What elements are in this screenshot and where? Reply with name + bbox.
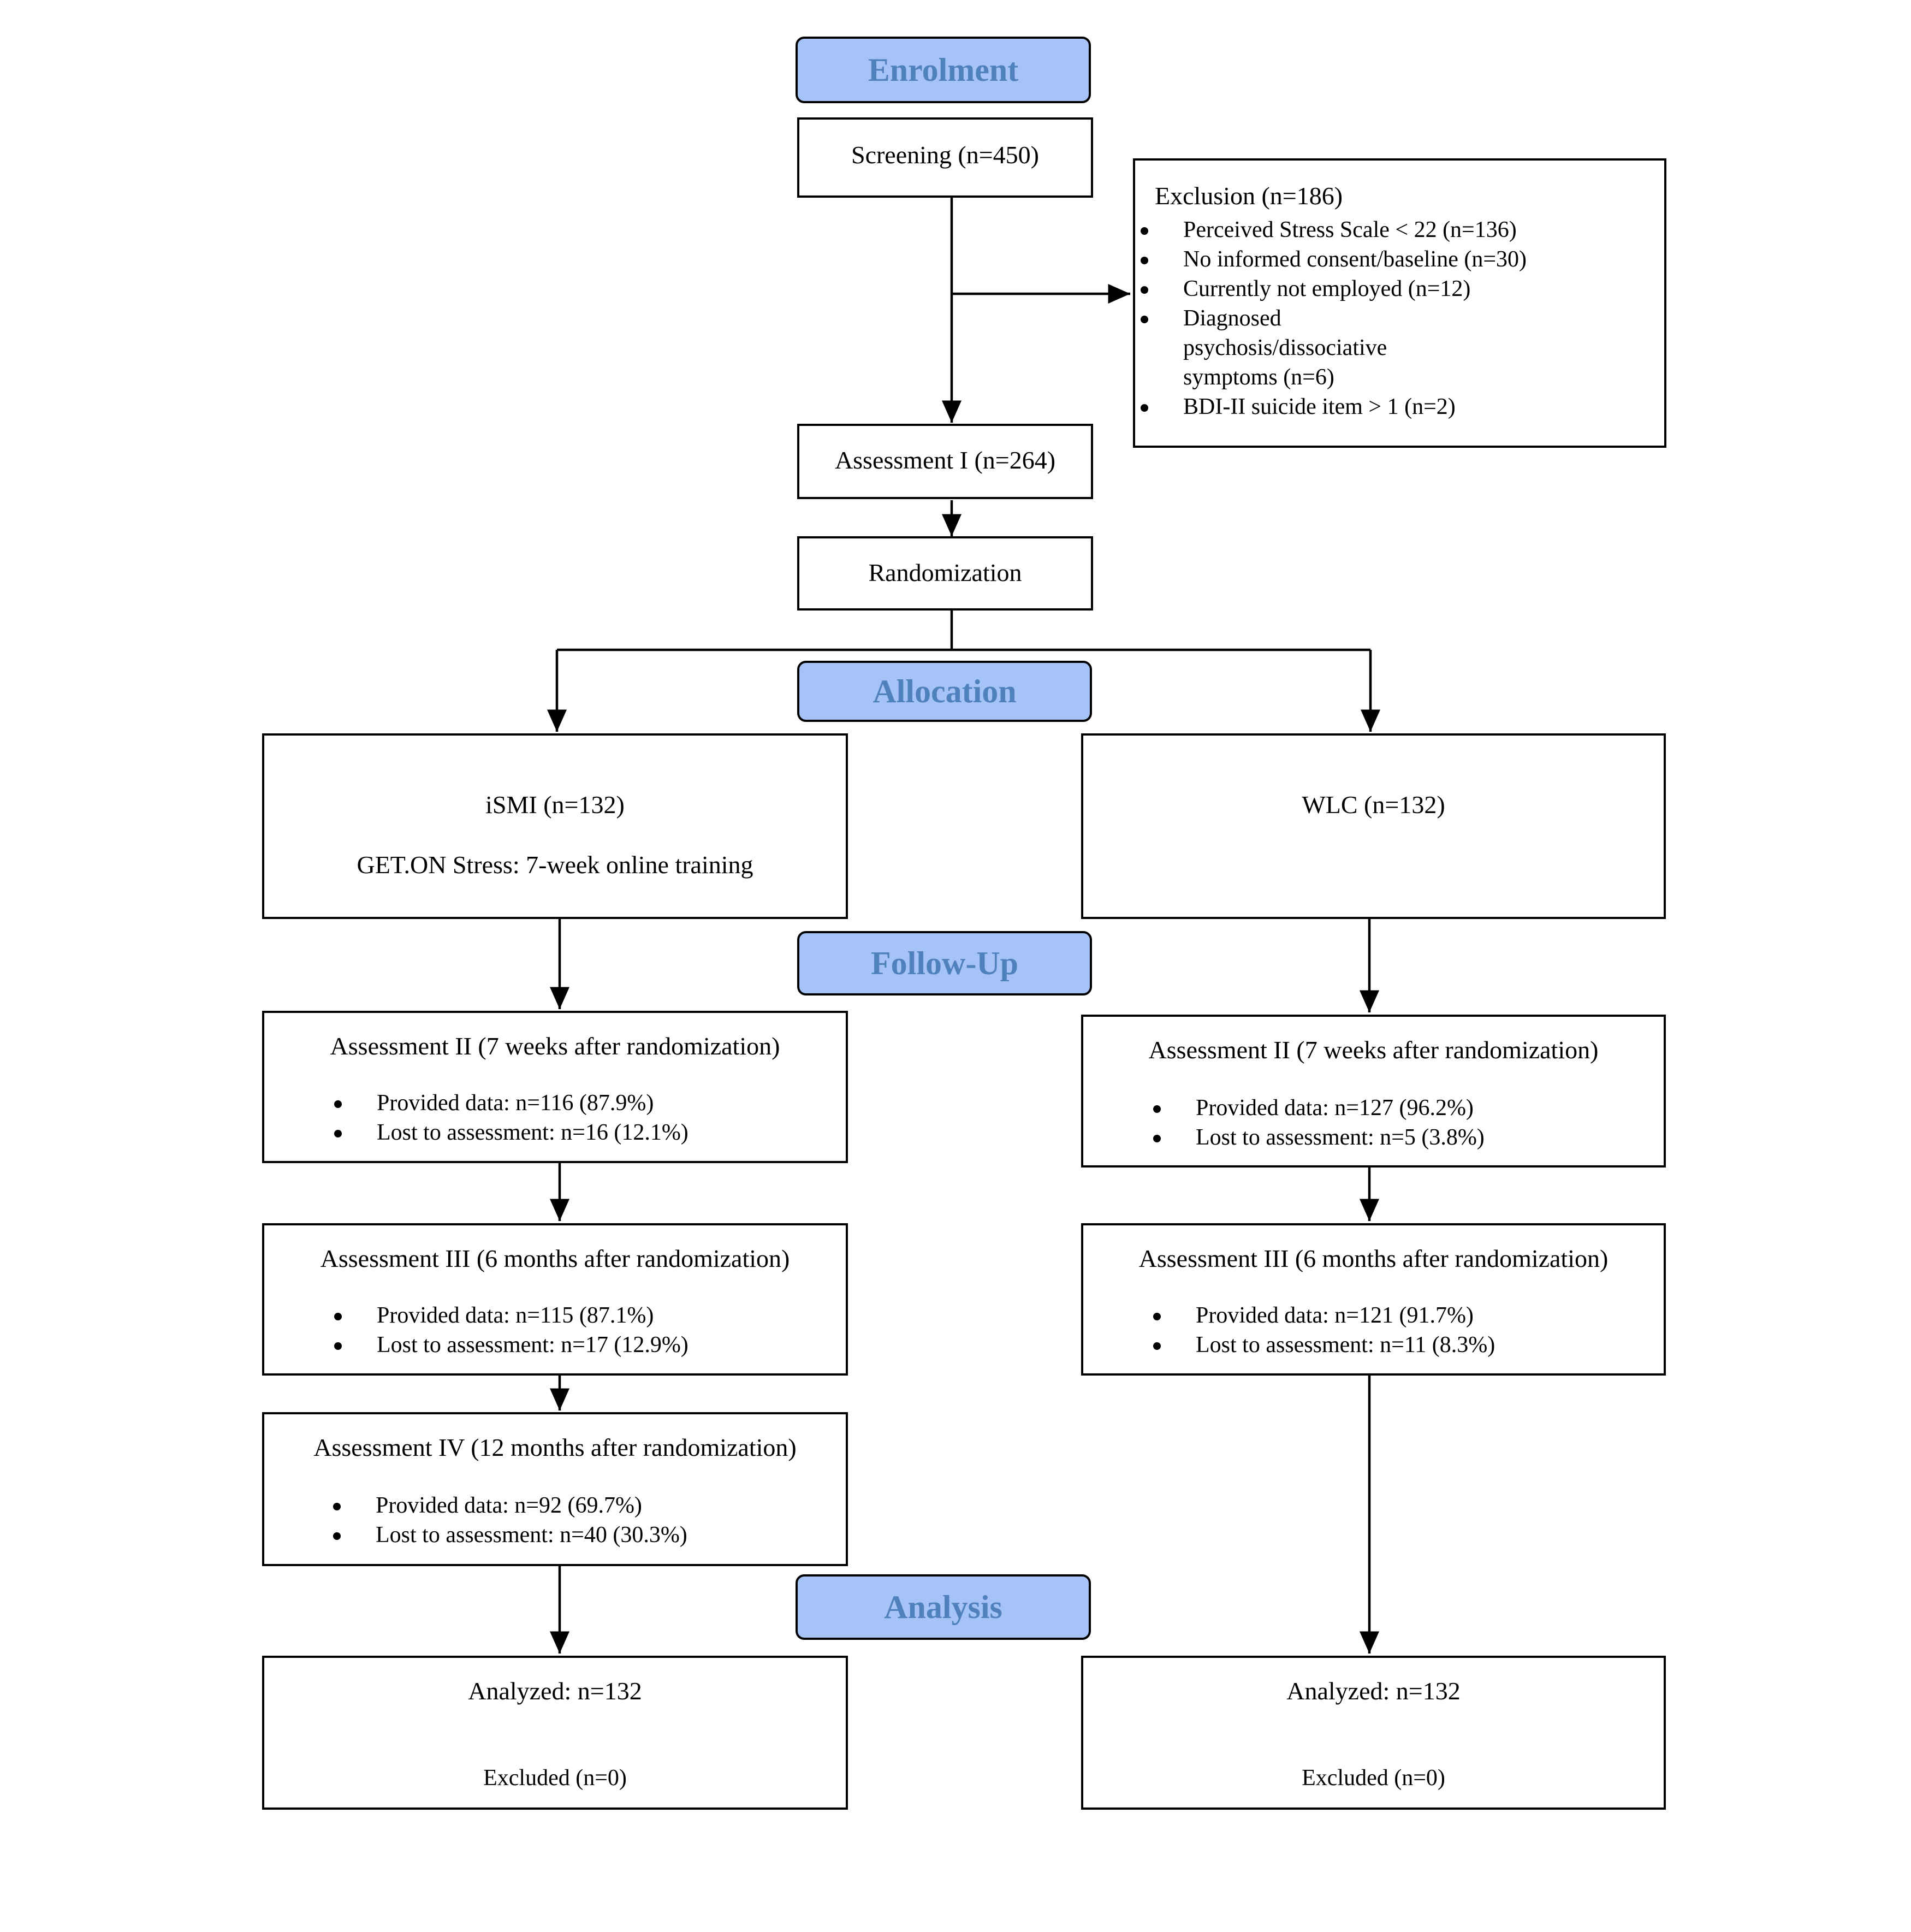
ismi-excluded-label: Excluded (n=0)	[483, 1765, 627, 1791]
wlc-title: WLC (n=132)	[1302, 791, 1445, 819]
stage-follow-up: Follow-Up	[797, 931, 1092, 995]
ismi-a4-lost: Lost to assessment: n=40 (30.3%)	[328, 1520, 687, 1550]
ismi-a4-title: Assessment IV (12 months after randomiza…	[313, 1433, 797, 1461]
ismi-analyzed-label: Analyzed: n=132	[468, 1677, 642, 1705]
ismi-assessment-2-box: Assessment II (7 weeks after randomizati…	[262, 1011, 848, 1163]
wlc-a2-title: Assessment II (7 weeks after randomizati…	[1148, 1036, 1599, 1064]
ismi-a2-title: Assessment II (7 weeks after randomizati…	[330, 1032, 780, 1060]
exclusion-item: No informed consent/baseline (n=30)	[1135, 245, 1659, 274]
wlc-a3-list: Provided data: n=121 (91.7%) Lost to ass…	[1148, 1301, 1495, 1360]
ismi-a3-lost: Lost to assessment: n=17 (12.9%)	[329, 1330, 689, 1360]
wlc-a2-list: Provided data: n=127 (96.2%) Lost to ass…	[1148, 1093, 1485, 1152]
wlc-assessment-3-box: Assessment III (6 months after randomiza…	[1081, 1223, 1666, 1376]
assessment-1-label: Assessment I (n=264)	[834, 446, 1056, 474]
wlc-assessment-2-box: Assessment II (7 weeks after randomizati…	[1081, 1015, 1666, 1168]
ismi-a2-provided: Provided data: n=116 (87.9%)	[329, 1088, 689, 1118]
ismi-a2-lost: Lost to assessment: n=16 (12.1%)	[329, 1118, 689, 1147]
assessment-1-box: Assessment I (n=264)	[797, 424, 1093, 499]
ismi-a2-list: Provided data: n=116 (87.9%) Lost to ass…	[329, 1088, 689, 1147]
ismi-a4-list: Provided data: n=92 (69.7%) Lost to asse…	[328, 1491, 687, 1550]
wlc-a2-provided: Provided data: n=127 (96.2%)	[1148, 1093, 1485, 1123]
stage-enrolment-label: Enrolment	[868, 51, 1019, 88]
ismi-assessment-4-box: Assessment IV (12 months after randomiza…	[262, 1412, 848, 1566]
exclusion-item: BDI-II suicide item > 1 (n=2)	[1135, 392, 1659, 422]
screening-box: Screening (n=450)	[797, 117, 1093, 198]
wlc-excluded-label: Excluded (n=0)	[1302, 1765, 1445, 1791]
ismi-assessment-3-box: Assessment III (6 months after randomiza…	[262, 1223, 848, 1376]
randomization-label: Randomization	[868, 559, 1022, 586]
wlc-a2-lost: Lost to assessment: n=5 (3.8%)	[1148, 1123, 1485, 1152]
exclusion-box: Exclusion (n=186) Perceived Stress Scale…	[1133, 158, 1666, 448]
exclusion-item: Perceived Stress Scale < 22 (n=136)	[1135, 215, 1659, 245]
ismi-a4-provided: Provided data: n=92 (69.7%)	[328, 1491, 687, 1520]
stage-enrolment: Enrolment	[796, 37, 1091, 103]
exclusion-item: Currently not employed (n=12)	[1135, 274, 1659, 304]
ismi-analyzed-box: Analyzed: n=132 Excluded (n=0)	[262, 1656, 848, 1810]
stage-analysis-label: Analysis	[884, 1589, 1002, 1625]
randomization-box: Randomization	[797, 536, 1093, 611]
ismi-a3-title: Assessment III (6 months after randomiza…	[320, 1244, 790, 1272]
ismi-subtitle: GET.ON Stress: 7-week online training	[357, 851, 753, 879]
stage-allocation: Allocation	[797, 661, 1092, 722]
screening-label: Screening (n=450)	[851, 141, 1039, 169]
exclusion-list: Perceived Stress Scale < 22 (n=136) No i…	[1135, 215, 1659, 422]
exclusion-item: Diagnosed psychosis/dissociative symptom…	[1135, 304, 1445, 392]
wlc-a3-provided: Provided data: n=121 (91.7%)	[1148, 1301, 1495, 1330]
stage-follow-up-label: Follow-Up	[871, 945, 1018, 981]
wlc-a3-lost: Lost to assessment: n=11 (8.3%)	[1148, 1330, 1495, 1360]
ismi-title: iSMI (n=132)	[485, 791, 625, 819]
wlc-a3-title: Assessment III (6 months after randomiza…	[1138, 1244, 1609, 1272]
stage-allocation-label: Allocation	[873, 673, 1017, 709]
exclusion-title: Exclusion (n=186)	[1155, 182, 1343, 210]
ismi-a3-provided: Provided data: n=115 (87.1%)	[329, 1301, 689, 1330]
stage-analysis: Analysis	[796, 1574, 1091, 1640]
wlc-box: WLC (n=132)	[1081, 733, 1666, 919]
ismi-box: iSMI (n=132) GET.ON Stress: 7-week onlin…	[262, 733, 848, 919]
ismi-a3-list: Provided data: n=115 (87.1%) Lost to ass…	[329, 1301, 689, 1360]
wlc-analyzed-box: Analyzed: n=132 Excluded (n=0)	[1081, 1656, 1666, 1810]
wlc-analyzed-label: Analyzed: n=132	[1286, 1677, 1461, 1705]
